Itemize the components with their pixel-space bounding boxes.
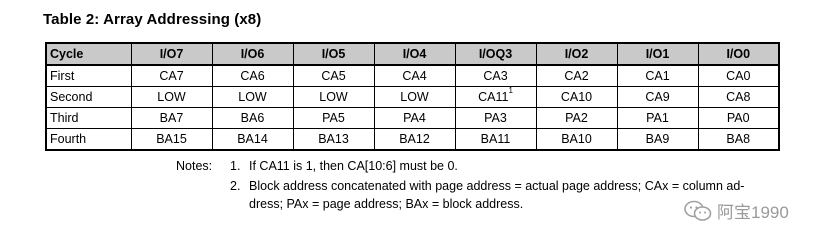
watermark: 阿宝1990 (683, 198, 789, 223)
table-row: Fourth BA15 BA14 BA13 BA12 BA11 BA10 BA9… (45, 128, 780, 151)
table-title: Table 2: Array Addressing (x8) (43, 11, 262, 28)
table-cell: Fourth (45, 128, 132, 151)
table-cell: Third (45, 107, 132, 129)
table-cell: CA4 (373, 64, 456, 87)
table-row: Third BA7 BA6 PA5 PA4 PA3 PA2 PA1 PA0 (45, 107, 780, 129)
table-cell: CA9 (616, 86, 699, 108)
header-cell: I/O0 (697, 42, 780, 66)
table-cell: BA11 (454, 128, 537, 151)
table-cell: CA10 (535, 86, 618, 108)
cell-text: CA11 (478, 90, 509, 104)
table-cell: CA8 (697, 86, 780, 108)
table-cell: PA0 (697, 107, 780, 129)
note-text: If CA11 is 1, then CA[10:6] must be 0. (249, 159, 458, 173)
table-cell: CA2 (535, 64, 618, 87)
table-cell: BA10 (535, 128, 618, 151)
table-cell: Second (45, 86, 132, 108)
note-text-line: dress; PAx = page address; BAx = block a… (249, 197, 524, 211)
header-cell: I/O7 (130, 42, 213, 66)
table-cell: CA111 (454, 85, 537, 108)
table-cell: LOW (211, 86, 294, 108)
table-cell: LOW (373, 86, 456, 108)
watermark-text: 阿宝1990 (717, 203, 789, 222)
table-cell: PA4 (373, 107, 456, 129)
table-cell: PA1 (616, 107, 699, 129)
table-cell: BA6 (211, 107, 294, 129)
table-cell: CA7 (130, 64, 213, 87)
header-cell: Cycle (45, 42, 132, 66)
array-addressing-table: Cycle I/O7 I/O6 I/O5 I/O4 I/OQ3 I/O2 I/O… (45, 42, 780, 151)
table-cell: PA2 (535, 107, 618, 129)
table-cell: CA3 (454, 64, 537, 87)
table-cell: PA3 (454, 107, 537, 129)
header-cell: I/O2 (535, 42, 618, 66)
table-cell: CA5 (292, 64, 375, 87)
table-cell: PA5 (292, 107, 375, 129)
wechat-icon (684, 200, 712, 221)
table-cell: BA7 (130, 107, 213, 129)
header-cell: I/O6 (211, 42, 294, 66)
table-cell: BA13 (292, 128, 375, 151)
table-cell: First (45, 64, 132, 87)
header-cell: I/O5 (292, 42, 375, 66)
table-row: Second LOW LOW LOW LOW CA111 CA10 CA9 CA… (45, 85, 780, 108)
header-cell: I/OQ3 (454, 42, 537, 66)
table-cell: LOW (292, 86, 375, 108)
note-number: 1. (230, 159, 241, 173)
table-cell: BA14 (211, 128, 294, 151)
table-header-row: Cycle I/O7 I/O6 I/O5 I/O4 I/OQ3 I/O2 I/O… (45, 42, 780, 66)
table-cell: BA15 (130, 128, 213, 151)
header-cell: I/O1 (616, 42, 699, 66)
table-row: First CA7 CA6 CA5 CA4 CA3 CA2 CA1 CA0 (45, 64, 780, 87)
table-cell: CA6 (211, 64, 294, 87)
notes-label: Notes: (176, 159, 213, 173)
note-text-line: Block address concatenated with page add… (249, 179, 745, 193)
table-cell: LOW (130, 86, 213, 108)
table-cell: CA0 (697, 64, 780, 87)
table-cell: BA8 (697, 128, 780, 151)
note-text: Block address concatenated with page add… (249, 177, 779, 213)
header-cell: I/O4 (373, 42, 456, 66)
table-cell: BA12 (373, 128, 456, 151)
note-number: 2. (230, 179, 241, 193)
table-cell: BA9 (616, 128, 699, 151)
table-cell: CA1 (616, 64, 699, 87)
footnote-ref: 1 (508, 85, 513, 95)
